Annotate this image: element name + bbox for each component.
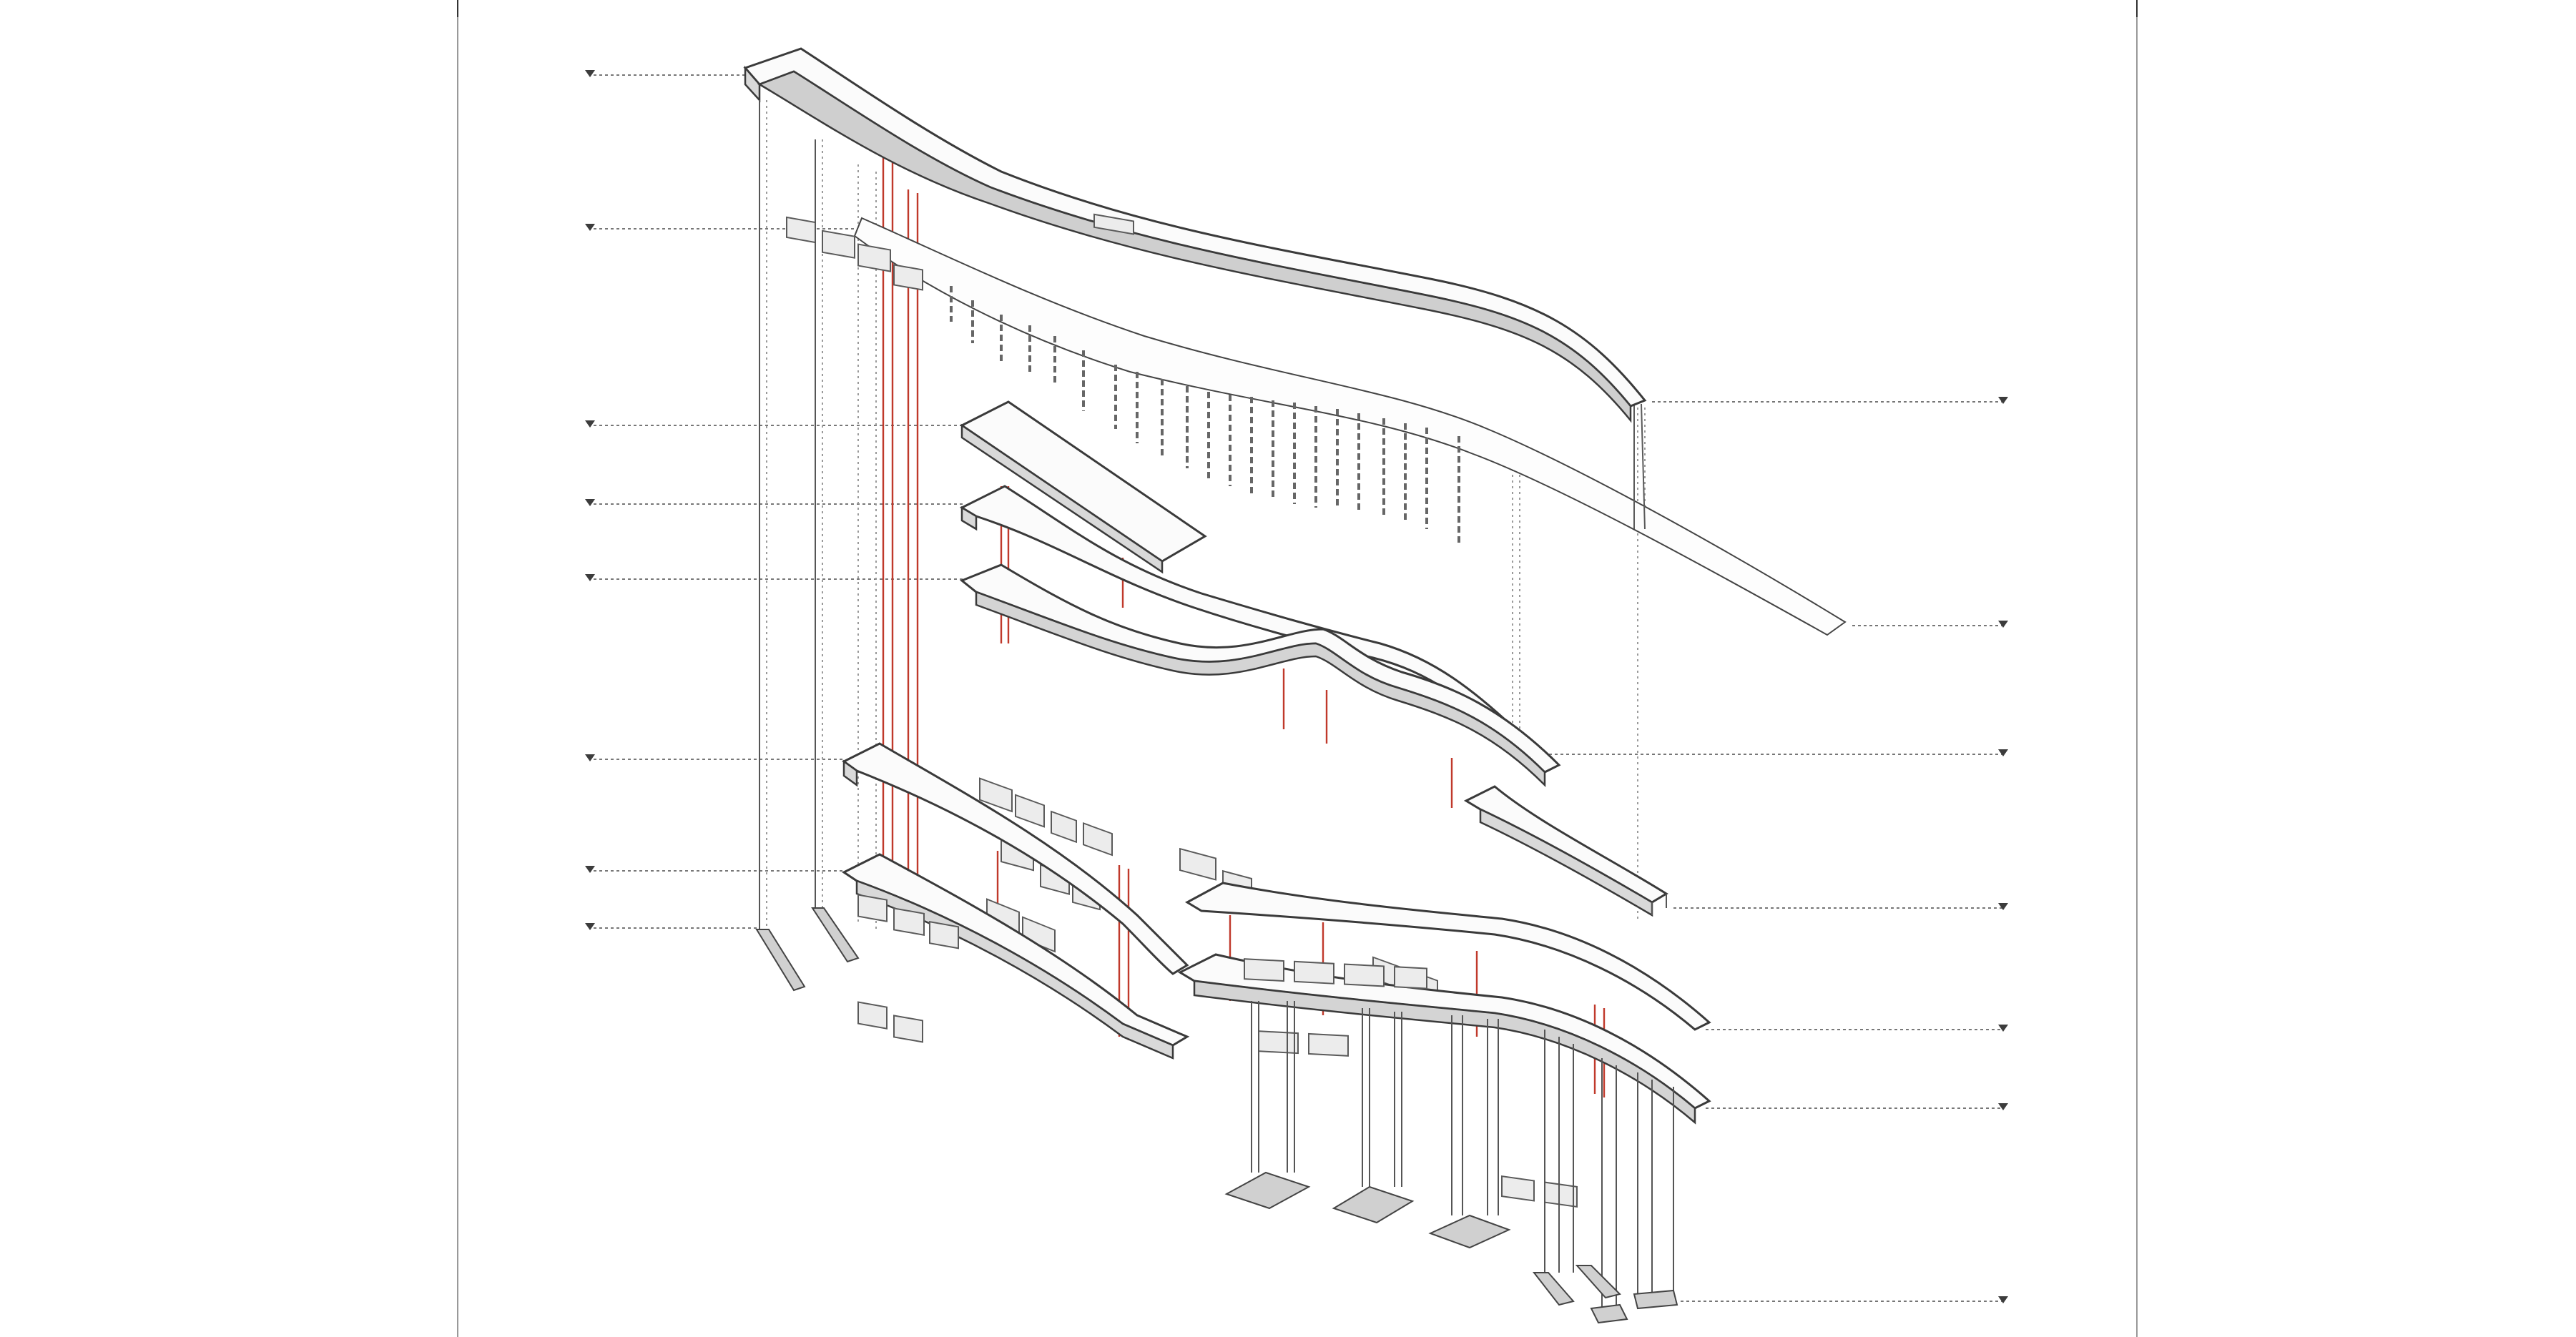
level-marker-left-1 — [585, 70, 595, 77]
roof-canopy — [853, 217, 1847, 636]
foot-bottom-2 — [1332, 1185, 1415, 1224]
level-marker-left-7 — [585, 866, 595, 873]
foot-bottom-4 — [1532, 1272, 1575, 1306]
level-marker-left-2 — [585, 224, 595, 231]
upper-block-a — [960, 400, 1207, 857]
foot-bottom-7 — [1575, 1265, 1621, 1299]
foot-bottom-5 — [1590, 1303, 1628, 1324]
level-marker-left-3 — [585, 420, 595, 428]
left-support-columns — [755, 100, 860, 992]
level-marker-left-5 — [585, 574, 595, 581]
lower-right-slab — [1463, 785, 1668, 917]
level-marker-left-4 — [585, 499, 595, 506]
bottom-support-columns — [1224, 1001, 1678, 1324]
foot-left-2 — [811, 907, 860, 963]
foot-left-1 — [755, 929, 806, 992]
foot-bottom-6 — [1633, 1289, 1678, 1310]
level-marker-left-6 — [585, 754, 595, 761]
level-marker-right-2 — [1998, 621, 2008, 628]
foot-bottom-1 — [1224, 1171, 1311, 1210]
canopy-hangers — [950, 286, 1460, 543]
level-marker-right-4 — [1998, 903, 2008, 910]
foot-bottom-3 — [1428, 1214, 1511, 1249]
level-marker-right-5 — [1998, 1025, 2008, 1032]
left-lower-block — [842, 742, 1190, 1060]
bottom-slab — [1177, 882, 1711, 1208]
roof-canopy-surface — [853, 217, 1847, 636]
level-top-volume — [743, 47, 1647, 423]
level-marker-right-3 — [1998, 749, 2008, 756]
level-marker-right-1 — [1998, 397, 2008, 404]
level-marker-right-6 — [1998, 1103, 2008, 1110]
level-marker-left-8 — [585, 923, 595, 930]
level-marker-right-7 — [1998, 1296, 2008, 1303]
level-leaders — [585, 70, 2008, 1303]
